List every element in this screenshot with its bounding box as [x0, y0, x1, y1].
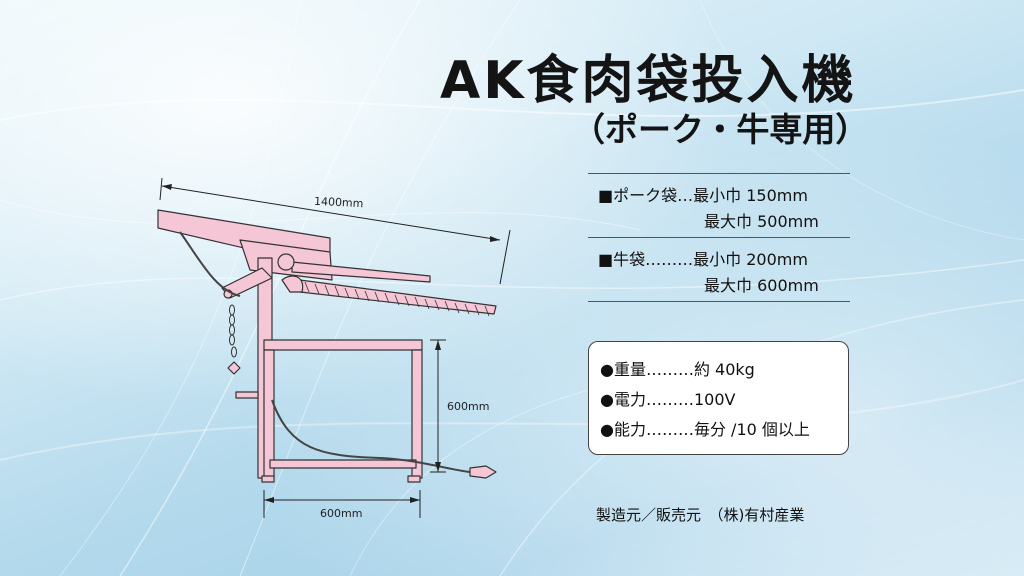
- spec-pork-max: 最大巾 500mm: [704, 212, 819, 231]
- info-capacity: ●能力………毎分 /10 個以上: [600, 420, 810, 439]
- spec-beef-min: ■牛袋………最小巾 200mm: [598, 250, 808, 269]
- divider: [588, 237, 850, 238]
- dimension-length-label: 1400mm: [313, 194, 364, 211]
- machine-diagram: [157, 177, 511, 518]
- info-box: ●重量………約 40kg ●電力………100V ●能力………毎分 /10 個以上: [588, 341, 849, 455]
- page-subtitle: （ポーク・牛専用）: [572, 110, 869, 149]
- divider: [588, 301, 850, 302]
- divider: [588, 173, 850, 174]
- dimension-height-label: 600mm: [447, 400, 490, 413]
- page-title: AK食肉袋投入機: [440, 51, 857, 111]
- info-weight: ●重量………約 40kg: [600, 360, 755, 379]
- dimension-width-label: 600mm: [320, 507, 363, 520]
- spec-beef-max: 最大巾 600mm: [704, 276, 819, 295]
- info-power: ●電力………100V: [600, 390, 736, 409]
- spec-pork-min: ■ポーク袋…最小巾 150mm: [598, 186, 808, 205]
- manufacturer-credit: 製造元／販売元 （株)有村産業: [596, 506, 805, 524]
